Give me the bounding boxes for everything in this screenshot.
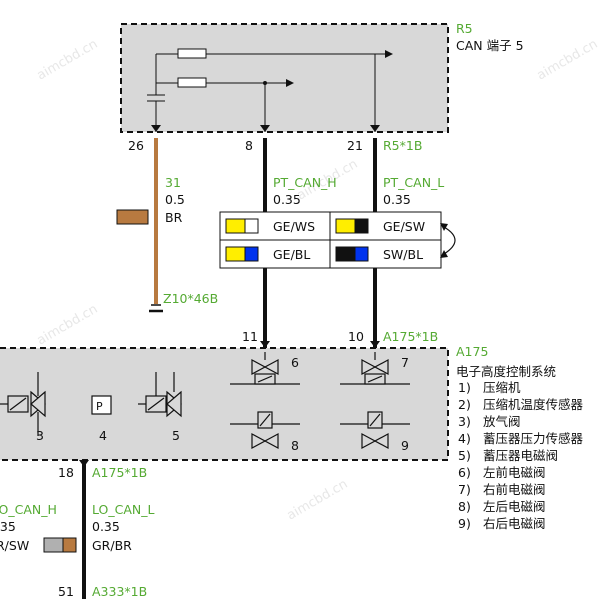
lo-can-l-gauge: 0.35 [92, 519, 120, 534]
legend-text-9: 右后电磁阀 [483, 516, 546, 531]
a175-id: A175 [456, 344, 488, 359]
pt-can-h-gauge: 0.35 [273, 192, 301, 207]
pt-can-h-signal: PT_CAN_H [273, 175, 337, 190]
legend-num-4: 4) [458, 431, 471, 446]
legend-text-3: 放气阀 [483, 414, 521, 429]
a175-arrow-pin-18 [79, 460, 89, 467]
item-number-9: 9 [401, 438, 409, 453]
legend-text-1: 压缩机 [483, 380, 521, 395]
valve-3-symbol [0, 372, 46, 436]
r5-box [120, 23, 449, 133]
r5-arrow-2 [385, 50, 393, 58]
lo-can-l-signal: LO_CAN_L [92, 502, 154, 517]
brown-color-swatch [116, 209, 149, 225]
legend-text-5: 蓄压器电磁阀 [483, 448, 558, 463]
legend-text-2: 压缩机温度传感器 [483, 397, 584, 412]
watermark-4: aimcbd.cn [35, 302, 101, 349]
twisted-pair-arrowhead-top [440, 223, 448, 231]
item-number-5: 5 [172, 428, 180, 443]
a175-arrow-pin-10 [370, 341, 380, 348]
r5-pin-8: 8 [245, 138, 253, 153]
r5-arrow-1 [286, 79, 294, 87]
valve-7-symbol [340, 352, 410, 385]
legend-num-3: 3) [458, 414, 471, 429]
a175-pin-11: 11 [242, 329, 258, 344]
r5-component: R5 CAN 端子 5 [120, 21, 524, 133]
table-cell-ge-sw: GE/SW [383, 219, 425, 234]
watermark-1: aimcbd.cn [35, 37, 101, 84]
watermark-2: aimcbd.cn [535, 37, 601, 84]
r5-pin-21: 21 [347, 138, 363, 153]
legend-text-7: 右前电磁阀 [483, 482, 546, 497]
wire-31-color: BR [165, 210, 183, 225]
pressure-sensor-box [91, 395, 112, 415]
r5-connector-ref: R5*1B [383, 138, 422, 153]
a175-legend-list: 1) 压缩机 2) 压缩机温度传感器 3) 放气阀 4) 蓄压器压力传感器 5)… [458, 380, 584, 531]
table-cell-sw-bl: SW/BL [383, 247, 423, 262]
a333-pin-51: 51 [58, 584, 74, 599]
r5-id: R5 [456, 21, 473, 36]
ground-ref: Z10*46B [163, 291, 218, 306]
a333-connector-ref: A333*1B [92, 584, 147, 599]
r5-arrow-down-2 [260, 125, 270, 132]
watermark-5: aimcbd.cn [285, 477, 351, 524]
valve-9-symbol [340, 411, 410, 450]
lo-can-l-color: GR/BR [92, 538, 132, 553]
wire-31-number: 31 [165, 175, 181, 190]
a175-pin-18: 18 [58, 465, 74, 480]
r5-pin-26: 26 [128, 138, 144, 153]
r5-junction-dot [263, 81, 267, 85]
legend-num-7: 7) [458, 482, 471, 497]
twisted-pair-arrow [443, 226, 456, 255]
item-number-7: 7 [401, 355, 409, 370]
legend-num-8: 8) [458, 499, 471, 514]
pt-can-l-signal: PT_CAN_L [383, 175, 444, 190]
table-cell-ge-ws: GE/WS [273, 219, 315, 234]
wire-31-gauge: 0.5 [165, 192, 185, 207]
legend-num-5: 5) [458, 448, 471, 463]
legend-num-9: 9) [458, 516, 471, 531]
table-cell-ge-bl: GE/BL [273, 247, 310, 262]
a175-pin-10: 10 [348, 329, 364, 344]
a175-arrow-pin-11 [260, 341, 270, 348]
legend-num-6: 6) [458, 465, 471, 480]
legend-num-2: 2) [458, 397, 471, 412]
valve-6-symbol [230, 352, 300, 385]
r5-name: CAN 端子 5 [456, 38, 524, 53]
a175-title: 电子高度控制系统 [456, 364, 556, 379]
legend-num-1: 1) [458, 380, 471, 395]
lo-can-h-color: R/SW [0, 538, 29, 553]
ground-symbol [149, 304, 163, 313]
a175-connector-ref: A175*1B [383, 329, 438, 344]
item-number-4: 4 [99, 428, 107, 443]
lo-can-h-gauge: 0.35 [0, 519, 16, 534]
r5-arrow-down-3 [370, 125, 380, 132]
item-number-6: 6 [291, 355, 299, 370]
r5-arrow-down-1 [151, 125, 161, 132]
pressure-sensor-symbol: P [96, 400, 103, 413]
valve-8-symbol [230, 411, 300, 450]
legend-text-4: 蓄压器压力传感器 [483, 431, 584, 446]
a175-component: P [0, 347, 449, 461]
item-number-3: 3 [36, 428, 44, 443]
a175-bottom-ref: A175*1B [92, 465, 147, 480]
item-number-8: 8 [291, 438, 299, 453]
twisted-pair-arrowhead-bottom [440, 250, 448, 258]
legend-text-6: 左前电磁阀 [483, 465, 546, 480]
gr-br-swatch-brown-part [62, 537, 77, 553]
valve-5-symbol [138, 372, 182, 418]
color-code-table: GE/WS GE/SW GE/BL SW/BL [219, 211, 442, 269]
lo-can-h-signal: LO_CAN_H [0, 502, 57, 517]
pt-can-l-gauge: 0.35 [383, 192, 411, 207]
legend-text-8: 左后电磁阀 [483, 499, 546, 514]
